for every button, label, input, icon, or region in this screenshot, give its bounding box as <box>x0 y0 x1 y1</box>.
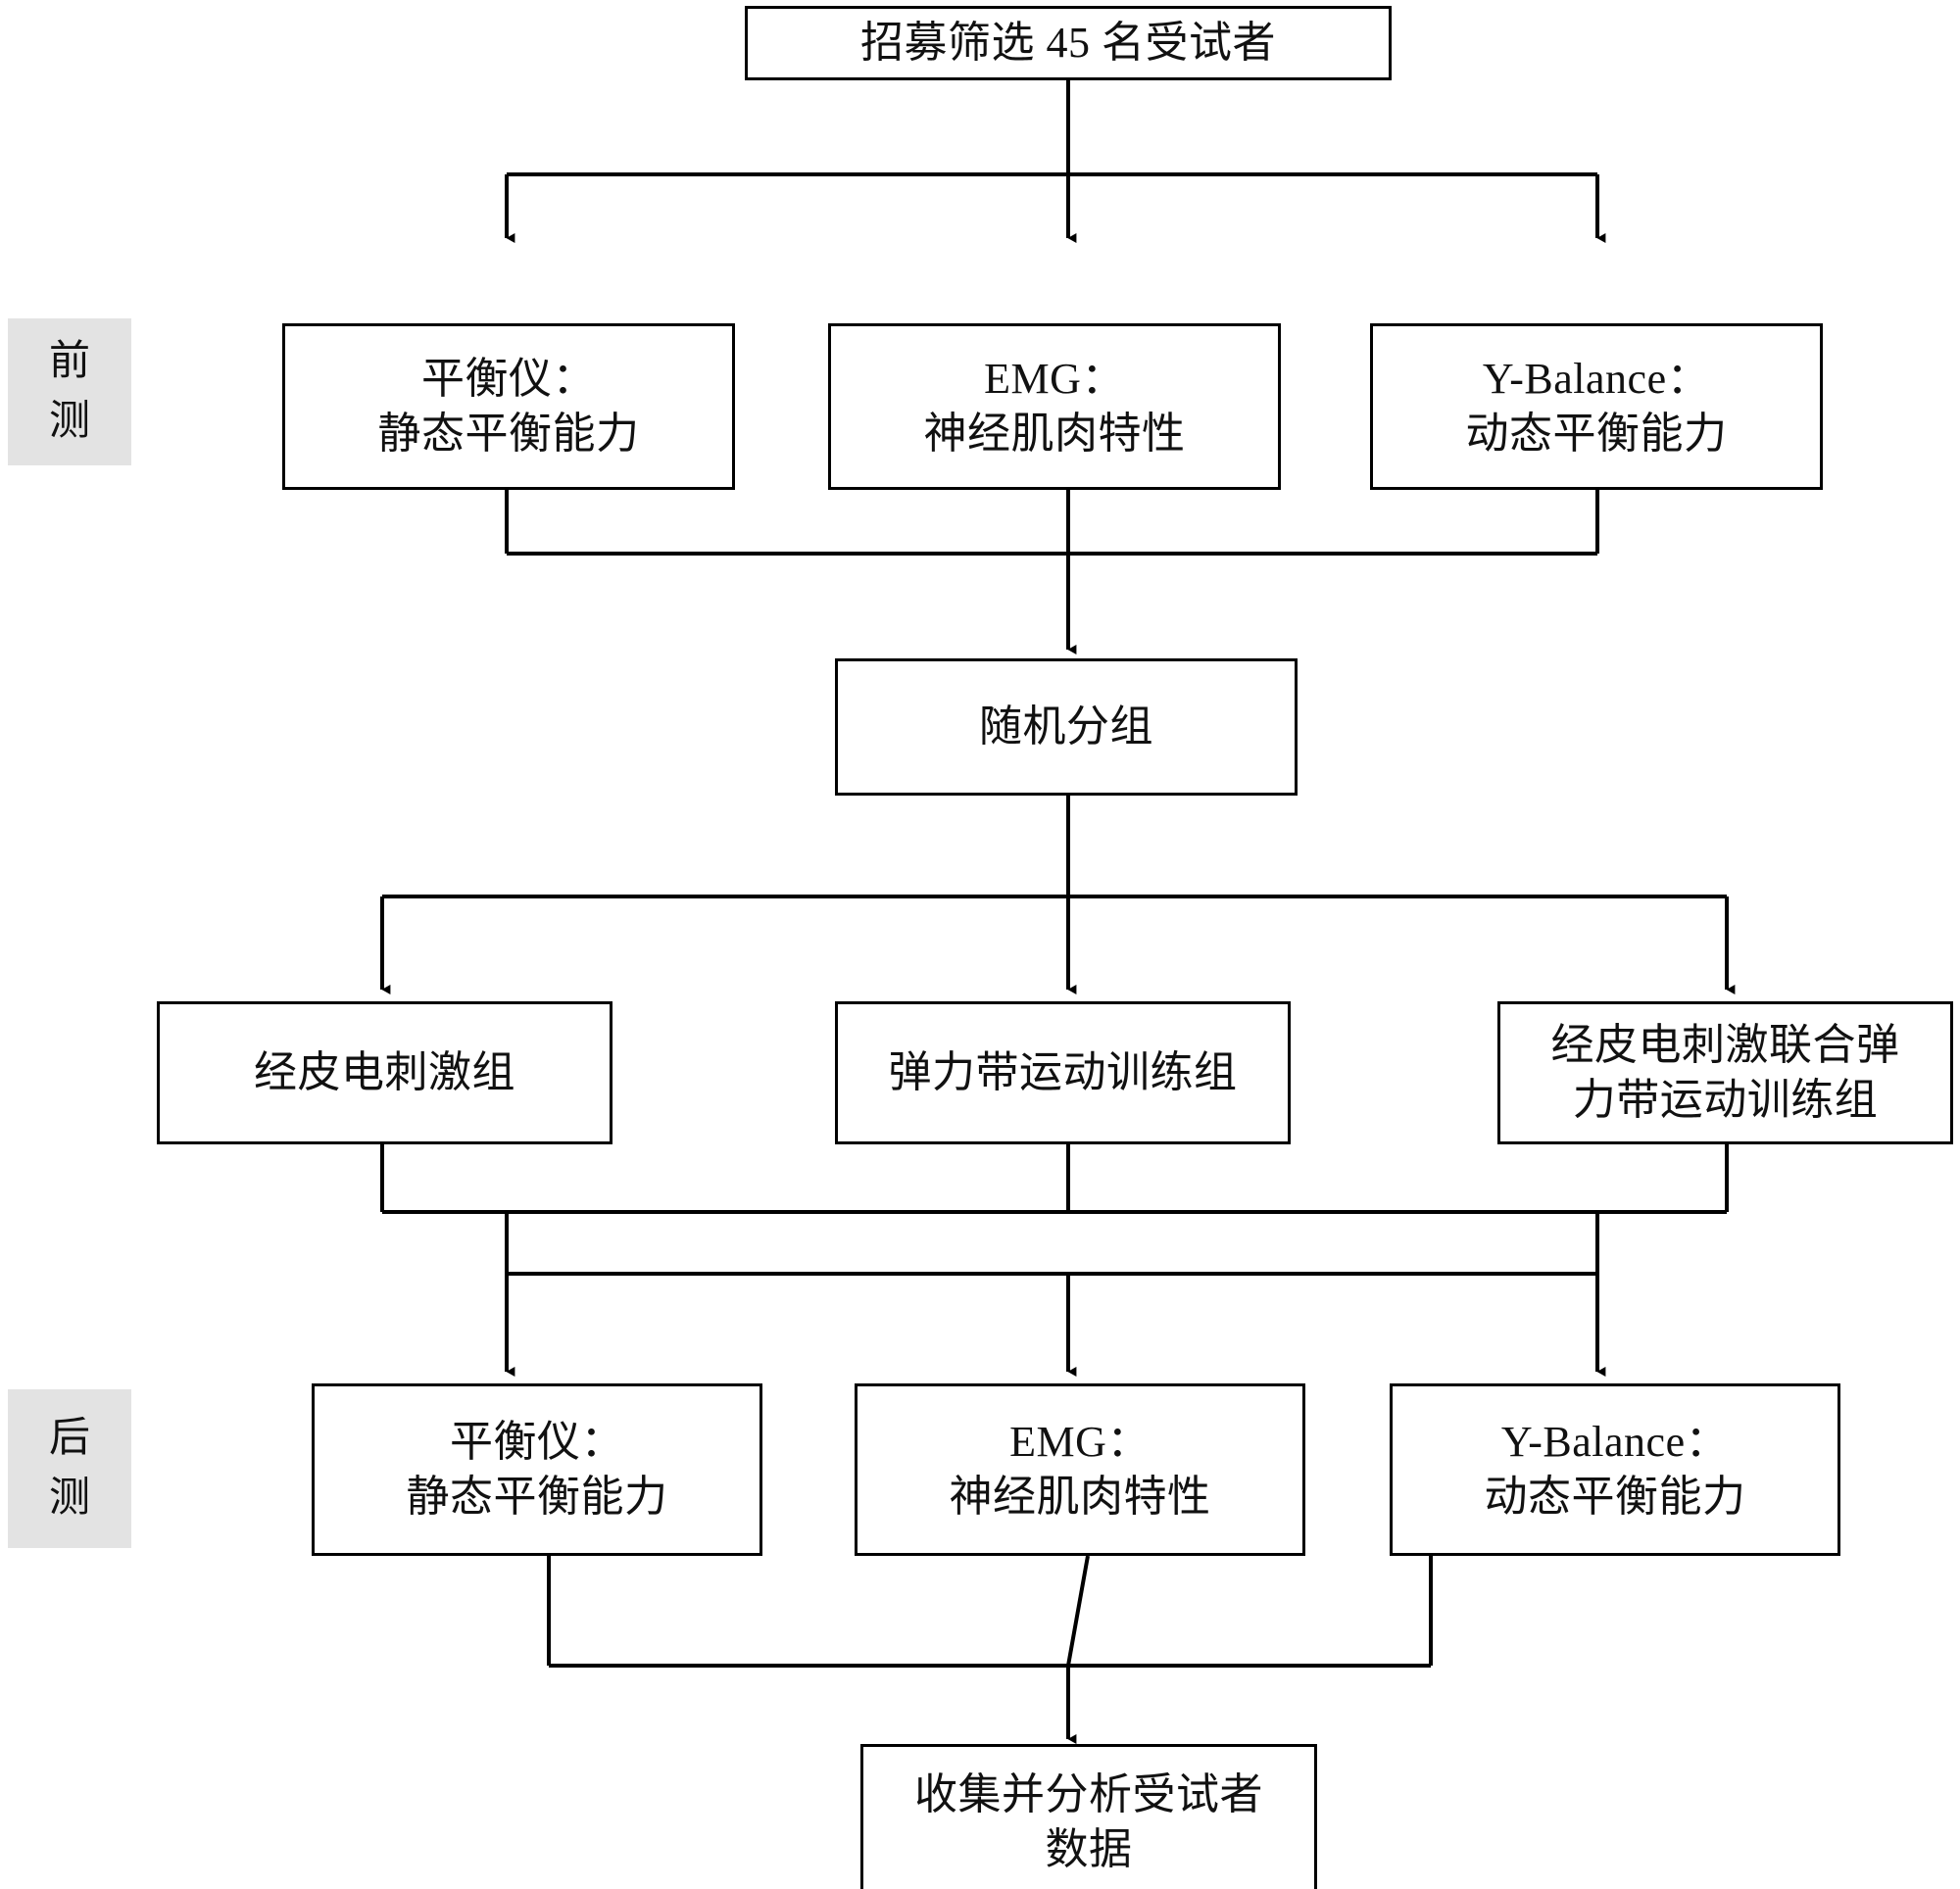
node-group-tens[interactable]: 经皮电刺激组 <box>157 1001 612 1144</box>
node-post-ybalance[interactable]: Y-Balance： 动态平衡能力 <box>1390 1383 1840 1556</box>
phase-label-post-test: 后 测 <box>8 1389 131 1548</box>
node-recruit[interactable]: 招募筛选 45 名受试者 <box>745 6 1392 80</box>
node-pre-emg[interactable]: EMG： 神经肌肉特性 <box>828 323 1281 490</box>
edge-post-emg-down <box>1066 1555 1090 1667</box>
node-post-emg[interactable]: EMG： 神经肌肉特性 <box>855 1383 1305 1556</box>
phase-label-pre-test: 前 测 <box>8 318 131 465</box>
node-analysis[interactable]: 收集并分析受试者 数据 <box>860 1744 1317 1889</box>
node-pre-balance[interactable]: 平衡仪： 静态平衡能力 <box>282 323 735 490</box>
node-post-balance[interactable]: 平衡仪： 静态平衡能力 <box>312 1383 762 1556</box>
node-randomize[interactable]: 随机分组 <box>835 658 1298 796</box>
node-group-combined[interactable]: 经皮电刺激联合弹 力带运动训练组 <box>1497 1001 1953 1144</box>
node-pre-ybalance[interactable]: Y-Balance： 动态平衡能力 <box>1370 323 1823 490</box>
node-group-band[interactable]: 弹力带运动训练组 <box>835 1001 1291 1144</box>
